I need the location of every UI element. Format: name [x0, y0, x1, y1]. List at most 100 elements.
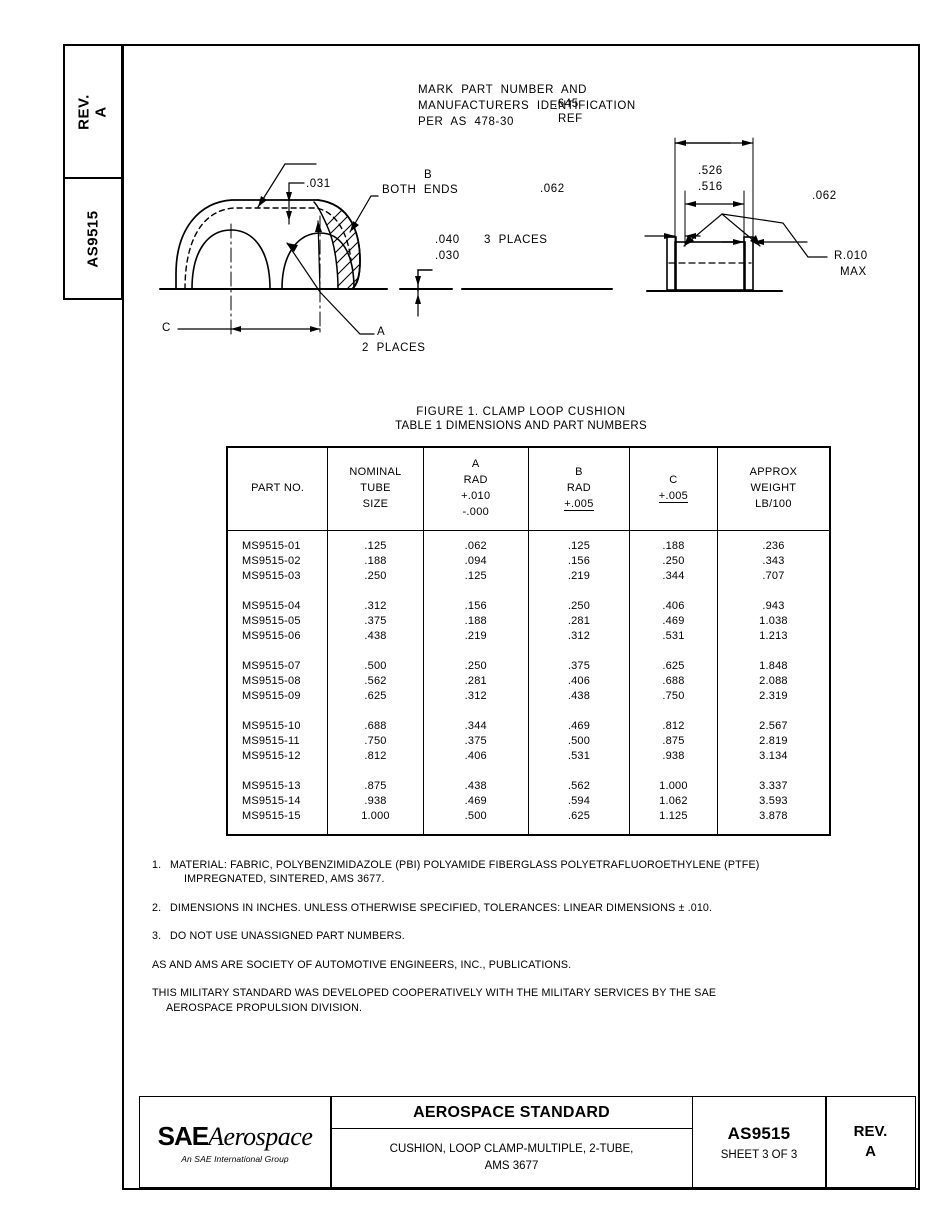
cell-nominal-tube-size: .375 — [327, 614, 424, 629]
cell-b-rad: .531 — [527, 749, 630, 764]
cell-approx-weight: .943 — [716, 599, 831, 614]
cell-nominal-tube-size: .562 — [327, 674, 424, 689]
col-header-nominal-tube-size: NOMINAL TUBE SIZE — [327, 447, 424, 531]
document-number-cell: AS9515 SHEET 3 OF 3 — [691, 1096, 827, 1188]
cell-approx-weight: .236 — [716, 530, 831, 554]
table-spacer-cell — [327, 764, 424, 779]
annotation-three-places: 3 PLACES — [484, 234, 548, 246]
table-header-row: PART NO. NOMINAL TUBE SIZE A RAD +.010 -… — [226, 447, 831, 531]
note-item-1: 1. MATERIAL: FABRIC, POLYBENZIMIDAZOLE (… — [152, 858, 882, 887]
notes-section: 1. MATERIAL: FABRIC, POLYBENZIMIDAZOLE (… — [152, 858, 882, 1029]
col-header-a-line3: +.010 — [461, 490, 491, 502]
cell-part-no: MS9515-13 — [226, 779, 329, 794]
annotation-a-label: A — [377, 326, 386, 338]
table-spacer-cell — [628, 584, 718, 599]
note-1-line1: MATERIAL: FABRIC, POLYBENZIMIDAZOLE (PBI… — [170, 859, 760, 871]
cell-b-rad: .281 — [527, 614, 630, 629]
table-group-spacer — [226, 764, 831, 779]
cell-a-rad: .406 — [422, 749, 529, 764]
cell-c: .469 — [628, 614, 718, 629]
annotation-width-ref-sub: REF — [558, 113, 583, 125]
note-3-body: DO NOT USE UNASSIGNED PART NUMBERS. — [170, 929, 882, 943]
cell-c: 1.000 — [628, 779, 718, 794]
cell-nominal-tube-size: 1.000 — [327, 809, 424, 835]
table-spacer-cell — [422, 644, 529, 659]
col-header-part-no-line1: PART NO. — [251, 482, 305, 495]
revision-stub: REV. A — [63, 44, 123, 179]
cell-approx-weight: 3.134 — [716, 749, 831, 764]
col-header-c-line2: +.005 — [658, 490, 689, 503]
cell-approx-weight: 2.567 — [716, 719, 831, 734]
cell-nominal-tube-size: .750 — [327, 734, 424, 749]
note-2-line1: DIMENSIONS IN INCHES. UNLESS OTHERWISE S… — [170, 901, 713, 914]
cell-part-no: MS9515-10 — [226, 719, 329, 734]
col-header-a-rad: A RAD +.010 -.000 — [422, 447, 529, 531]
cell-approx-weight: 2.088 — [716, 674, 831, 689]
table-spacer-cell — [527, 704, 630, 719]
cell-part-no: MS9515-14 — [226, 794, 329, 809]
cell-nominal-tube-size: .500 — [327, 659, 424, 674]
revision-block: REV. A — [854, 1122, 888, 1163]
annotation-two-places: 2 PLACES — [362, 342, 426, 354]
document-description-line2: AMS 3677 — [484, 1160, 539, 1172]
cell-a-rad: .062 — [422, 530, 529, 554]
frame-right-border — [918, 44, 920, 1190]
cell-c: 1.062 — [628, 794, 718, 809]
note-item-2: 2. DIMENSIONS IN INCHES. UNLESS OTHERWIS… — [152, 901, 882, 915]
standard-number-stub-text: AS9515 — [84, 209, 102, 268]
frame-top-border — [122, 44, 920, 46]
annotation-b-label: B — [424, 169, 433, 181]
sae-logo-mark: SAE — [157, 1120, 209, 1151]
table-group-spacer — [226, 704, 831, 719]
table-spacer-cell — [628, 704, 718, 719]
table-spacer-cell — [226, 584, 329, 599]
cell-part-no: MS9515-05 — [226, 614, 329, 629]
revision-value: A — [865, 1143, 876, 1160]
cell-a-rad: .312 — [422, 689, 529, 704]
revision-cell: REV. A — [825, 1096, 916, 1188]
cell-b-rad: .500 — [527, 734, 630, 749]
note-3-number: 3. — [152, 930, 162, 943]
cell-nominal-tube-size: .625 — [327, 689, 424, 704]
cell-nominal-tube-size: .312 — [327, 599, 424, 614]
cell-nominal-tube-size: .938 — [327, 794, 424, 809]
table-spacer-cell — [628, 764, 718, 779]
table-spacer-cell — [716, 644, 831, 659]
cell-c: .750 — [628, 689, 718, 704]
table-row: MS9515-02.188.094.156.250.343 — [226, 554, 831, 569]
table-row: MS9515-03.250.125.219.344.707 — [226, 569, 831, 584]
cell-part-no: MS9515-04 — [226, 599, 329, 614]
col-header-weight-line3: LB/100 — [755, 497, 792, 510]
cell-b-rad: .156 — [527, 554, 630, 569]
cell-b-rad: .125 — [527, 530, 630, 554]
table-spacer-cell — [327, 704, 424, 719]
table-spacer-cell — [226, 644, 329, 659]
cell-approx-weight: .707 — [716, 569, 831, 584]
cell-c: .625 — [628, 659, 718, 674]
cell-part-no: MS9515-09 — [226, 689, 329, 704]
note-2-number: 2. — [152, 901, 162, 914]
col-header-b-line2: RAD — [566, 482, 592, 495]
title-block-description-cell: AEROSPACE STANDARD CUSHION, LOOP CLAMP-M… — [330, 1096, 693, 1188]
col-header-weight-line2: WEIGHT — [750, 482, 797, 495]
annotation-gap-upper-040: .040 — [435, 234, 460, 246]
col-header-nominal-line3: SIZE — [362, 497, 389, 510]
frame-left-border — [122, 44, 124, 1190]
table-spacer-cell — [422, 584, 529, 599]
military-standard-line1: THIS MILITARY STANDARD WAS DEVELOPED COO… — [152, 987, 717, 1000]
cell-a-rad: .344 — [422, 719, 529, 734]
cell-c: .938 — [628, 749, 718, 764]
annotation-inner-lower-516: .516 — [698, 181, 723, 193]
annotation-both-ends: BOTH ENDS — [382, 184, 459, 196]
cell-c: .344 — [628, 569, 718, 584]
cell-nominal-tube-size: .688 — [327, 719, 424, 734]
col-header-nominal-line1: NOMINAL — [349, 466, 402, 479]
table-spacer-cell — [716, 704, 831, 719]
